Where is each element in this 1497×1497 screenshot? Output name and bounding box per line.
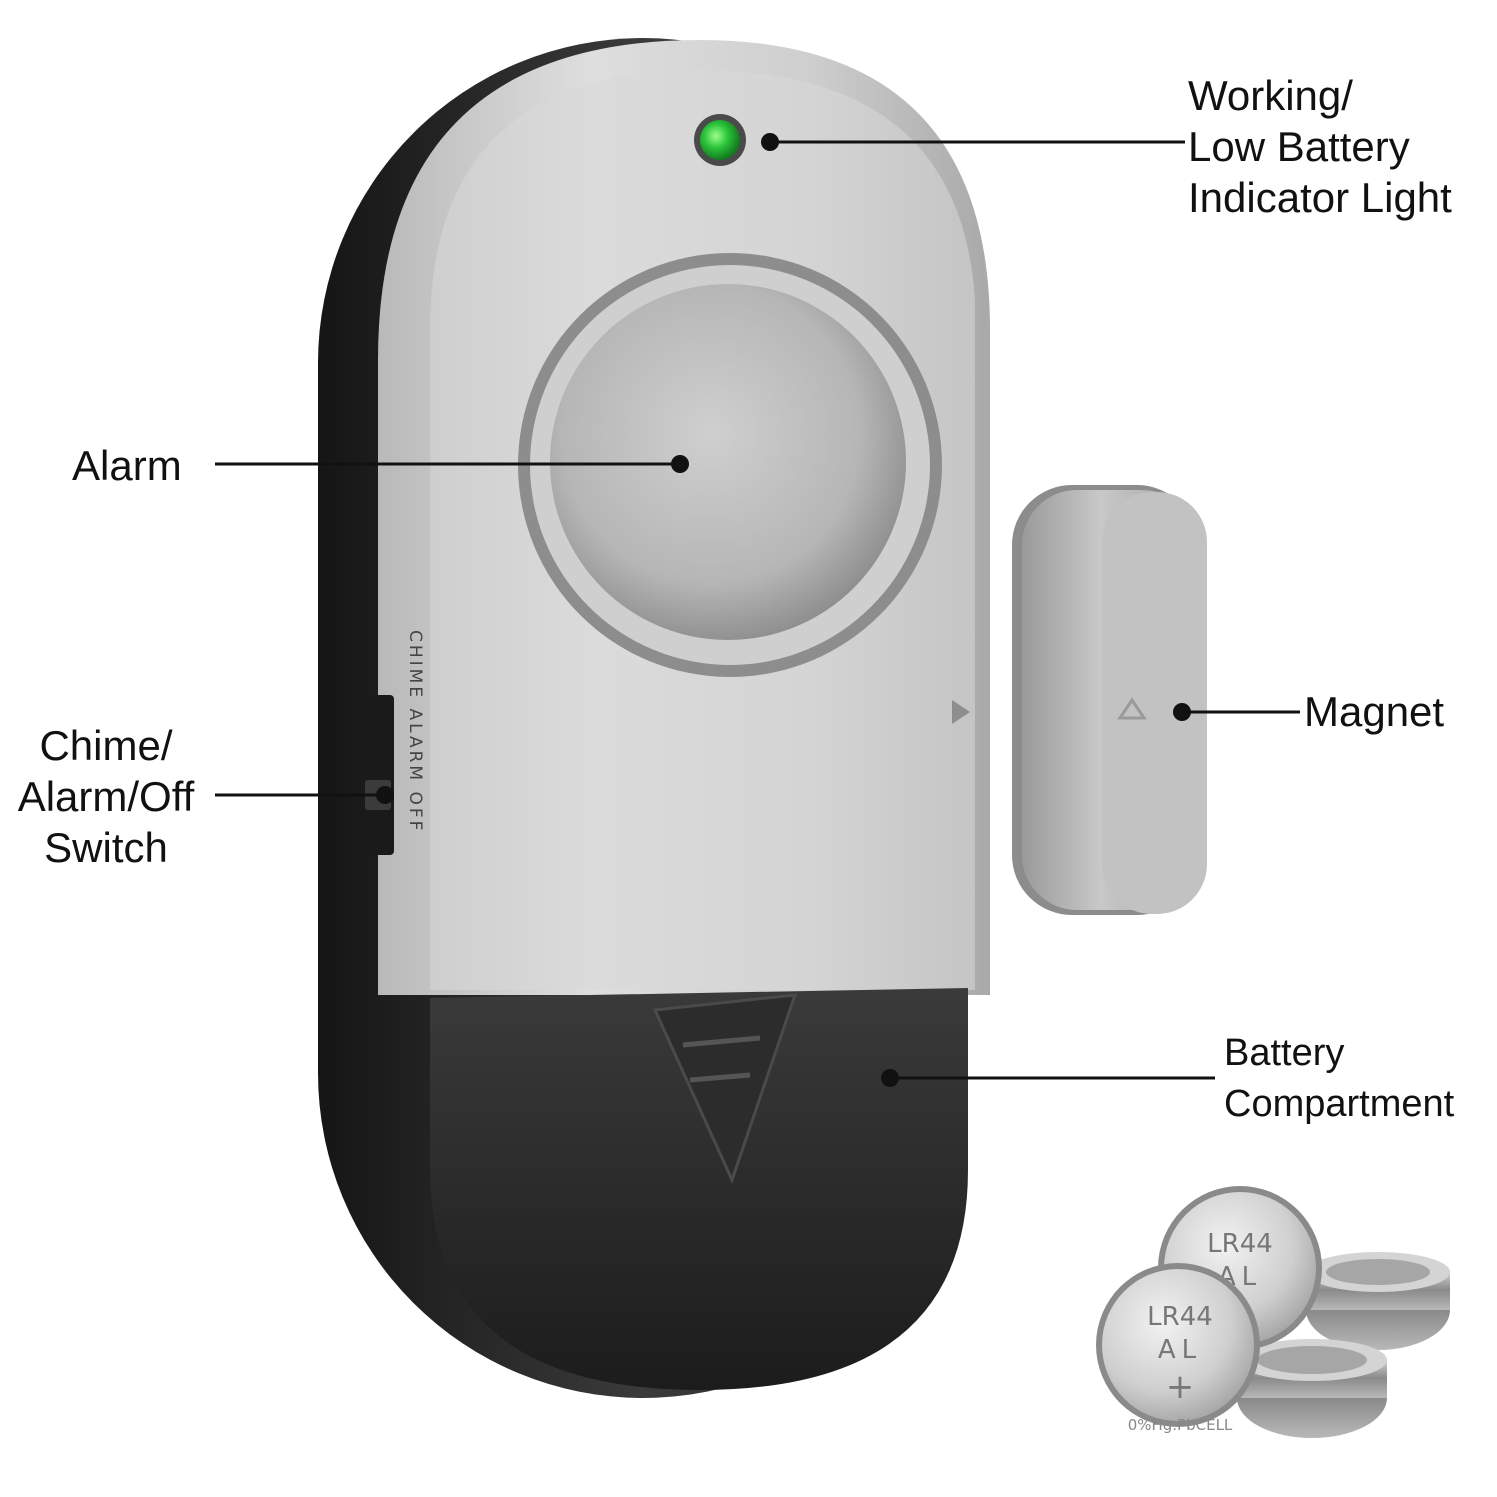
alarm-label: Alarm xyxy=(72,442,182,489)
pointer-dot xyxy=(881,1069,899,1087)
switch-mode-text: CHIME ALARM OFF xyxy=(405,630,425,833)
mode-switch xyxy=(362,695,394,855)
magnet-arrow-icon xyxy=(1117,697,1147,720)
magnet-label: Magnet xyxy=(1304,688,1445,735)
pointer-dot xyxy=(671,455,689,473)
battery-plus-icon: + xyxy=(1166,1367,1195,1407)
pointer-dot xyxy=(376,786,394,804)
battery-compartment-label: Battery Compartment xyxy=(1224,1032,1455,1125)
battery-latch-icon xyxy=(652,993,798,1185)
alarm-device: CHIME ALARM OFF xyxy=(318,38,990,1398)
battery-cover xyxy=(430,988,968,1390)
alignment-arrow-icon xyxy=(952,700,970,724)
leader-lines xyxy=(215,140,1300,1080)
switch-label: Chime/ Alarm/Off Switch xyxy=(17,722,195,871)
coin-batteries: LR44 AL LR44 AL + 0%Hg.PbCELL xyxy=(1096,1186,1450,1438)
indicator-led-icon xyxy=(700,120,740,160)
battery-ring-text: 0%Hg.PbCELL xyxy=(1128,1416,1233,1434)
indicator-light-label: Working/ Low Battery Indicator Light xyxy=(1188,72,1452,221)
pointer-dot xyxy=(1173,703,1191,721)
battery-model-label: LR44 xyxy=(1207,1229,1273,1259)
battery-type-label-2: AL xyxy=(1158,1335,1202,1365)
alarm-speaker-icon xyxy=(550,284,906,640)
pointer-dot xyxy=(761,133,779,151)
battery-model-label-2: LR44 xyxy=(1147,1302,1213,1332)
magnet-piece xyxy=(1012,485,1207,915)
